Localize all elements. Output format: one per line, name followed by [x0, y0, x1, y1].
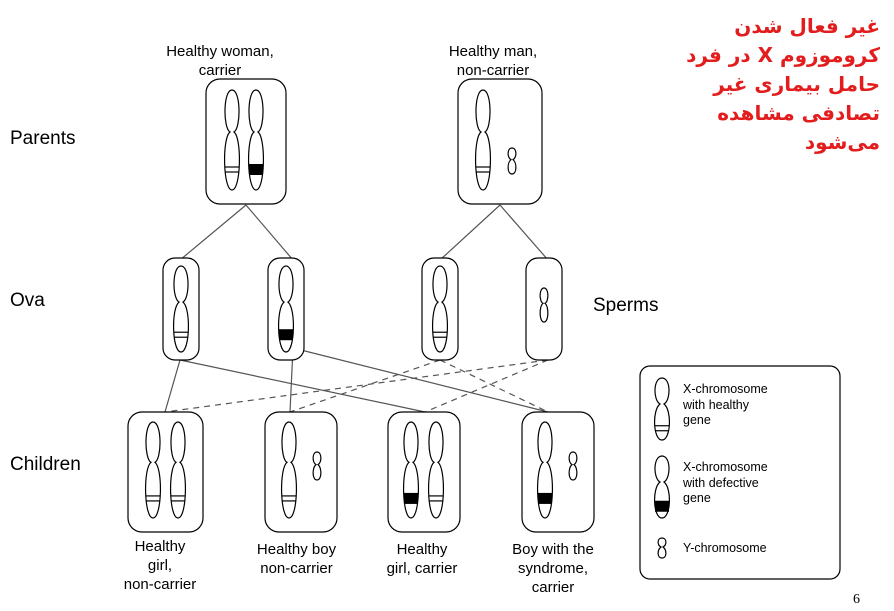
legend-y-icon: [658, 538, 666, 558]
caption-line: syndrome,: [488, 560, 618, 579]
legend-line: X-chromosome: [683, 382, 768, 398]
caption-line: Healthy woman,: [140, 43, 300, 62]
caption-child-4: Boy with the syndrome, carrier: [488, 541, 618, 597]
legend-y-text: Y-chromosome: [683, 541, 767, 557]
caption-line: non-carrier: [100, 576, 220, 595]
inheritance-line-dashed: [440, 360, 548, 412]
inheritance-line: [293, 348, 548, 412]
x-chromosome-icon: [174, 266, 189, 352]
legend-healthy-text: X-chromosome with healthy gene: [683, 382, 768, 429]
y-chromosome-icon: [540, 288, 548, 322]
inheritance-line: [500, 205, 548, 260]
x-chromosome-icon: [429, 422, 444, 518]
legend-line: with defective: [683, 476, 768, 492]
caption-line: Boy with the: [488, 541, 618, 560]
child-box-boy-syndrome: [522, 412, 594, 532]
inheritance-line: [180, 205, 246, 260]
parent-box-man: [458, 79, 542, 204]
legend-line: with healthy: [683, 398, 768, 414]
inheritance-line: [440, 205, 500, 260]
x-chromosome-icon: [433, 266, 448, 352]
caption-line: Healthy: [100, 538, 220, 557]
row-label-parents: Parents: [10, 128, 75, 150]
caption-child-2: Healthy boy non-carrier: [234, 541, 359, 579]
annotation-line: تصادفی مشاهده: [580, 99, 880, 128]
y-chromosome-icon: [569, 452, 577, 480]
caption-child-1: Healthy girl, non-carrier: [100, 538, 220, 594]
caption-healthy-woman: Healthy woman, carrier: [140, 43, 300, 81]
y-chromosome-icon: [313, 452, 321, 480]
row-label-children: Children: [10, 454, 81, 476]
x-chromosome-icon: [225, 90, 240, 190]
x-chromosome-icon: [282, 422, 297, 518]
caption-line: carrier: [488, 579, 618, 598]
child-box-girl-carrier: [388, 412, 460, 532]
inheritance-line: [165, 360, 180, 412]
x-chromosome-icon: [171, 422, 186, 518]
x-chromosome-icon: [476, 90, 491, 190]
legend-line: X-chromosome: [683, 460, 768, 476]
y-chromosome-icon: [508, 148, 516, 174]
legend-defective-text: X-chromosome with defective gene: [683, 460, 768, 507]
x-chromosome-defective-icon: [279, 266, 294, 352]
x-chromosome-defective-icon: [404, 422, 419, 518]
persian-annotation: غیر فعال شدن کروموزوم X در فرد حامل بیما…: [580, 12, 880, 157]
caption-line: girl,: [100, 557, 220, 576]
row-label-sperms: Sperms: [593, 295, 658, 317]
annotation-line: غیر فعال شدن: [580, 12, 880, 41]
x-chromosome-defective-icon: [538, 422, 553, 518]
x-chromosome-defective-icon: [249, 90, 264, 190]
row-label-ova: Ova: [10, 290, 45, 312]
x-chromosome-icon: [146, 422, 161, 518]
child-box-boy-noncarrier: [265, 412, 337, 532]
caption-line: Healthy: [362, 541, 482, 560]
caption-line: carrier: [140, 62, 300, 81]
legend-x-healthy-icon: [655, 378, 670, 440]
legend-line: gene: [683, 491, 768, 507]
page-number: 6: [853, 592, 860, 608]
parent-box-woman: [206, 79, 286, 204]
inheritance-line: [180, 360, 425, 412]
caption-child-3: Healthy girl, carrier: [362, 541, 482, 579]
inheritance-line-dashed: [290, 360, 440, 412]
caption-line: Healthy man,: [418, 43, 568, 62]
caption-line: Healthy boy: [234, 541, 359, 560]
annotation-line: حامل بیماری غیر: [580, 70, 880, 99]
annotation-line: کروموزوم X در فرد: [580, 41, 880, 70]
caption-line: girl, carrier: [362, 560, 482, 579]
inheritance-line: [246, 205, 293, 260]
legend-line: gene: [683, 413, 768, 429]
inheritance-line-dashed: [165, 360, 548, 412]
legend-x-defective-icon: [655, 456, 670, 518]
child-box-girl-noncarrier: [128, 412, 203, 532]
annotation-line: می‌شود: [580, 128, 880, 157]
caption-line: non-carrier: [234, 560, 359, 579]
caption-line: non-carrier: [418, 62, 568, 81]
caption-healthy-man: Healthy man, non-carrier: [418, 43, 568, 81]
